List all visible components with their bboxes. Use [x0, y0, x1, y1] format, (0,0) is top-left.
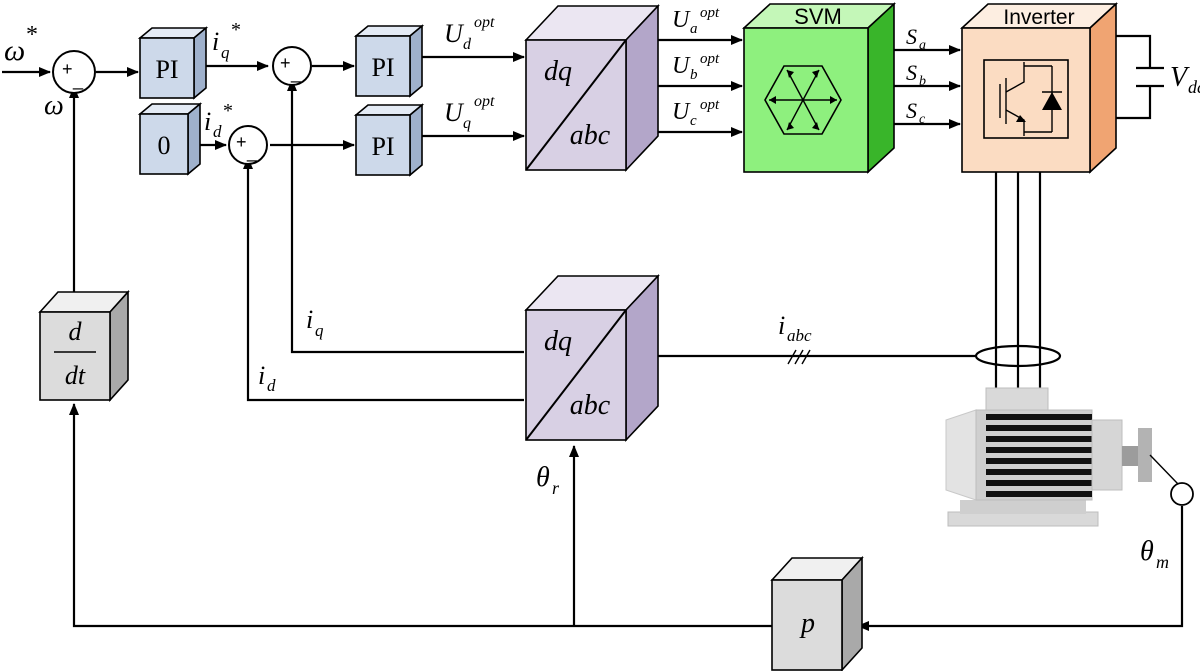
- id-ref-label: i d *: [204, 100, 233, 141]
- svg-text:i: i: [306, 305, 313, 334]
- svg-text:U: U: [672, 7, 691, 33]
- svg-text:dt: dt: [65, 361, 86, 390]
- svg-text:abc: abc: [570, 120, 611, 151]
- derivative-block: d dt: [38, 289, 130, 403]
- svg-text:dq: dq: [544, 56, 572, 87]
- svg-text:m: m: [1156, 552, 1169, 572]
- pi-d-current-controller: PI: [353, 103, 425, 177]
- svg-text:S: S: [906, 98, 917, 123]
- svg-text:S: S: [906, 60, 917, 85]
- svm-hexagon-icon: [764, 65, 842, 135]
- iq-ref-label: i q *: [212, 19, 241, 62]
- sum-junction-q: + _: [272, 46, 312, 86]
- svg-text:_: _: [246, 142, 258, 163]
- svg-text:+: +: [236, 132, 247, 152]
- svg-text:SVM: SVM: [794, 4, 842, 29]
- svm-block: SVM: [741, 2, 897, 174]
- svg-text:p: p: [799, 608, 815, 639]
- svg-text:_: _: [290, 63, 302, 84]
- svg-text:i: i: [778, 311, 785, 340]
- svg-text:S: S: [906, 24, 917, 49]
- svg-text:c: c: [919, 112, 926, 127]
- signal-wires: [2, 34, 1184, 631]
- vdc-label: V dc: [1170, 62, 1200, 97]
- pi-speed-controller: PI: [137, 26, 209, 100]
- iq-feedback-label: i q: [306, 305, 324, 340]
- svg-text:opt: opt: [700, 51, 720, 67]
- svg-text:opt: opt: [700, 97, 720, 113]
- svg-text:q: q: [221, 43, 230, 62]
- svg-text:*: *: [231, 19, 241, 41]
- svg-text:d: d: [463, 36, 472, 53]
- omega-ref-label: ω *: [4, 22, 38, 67]
- sc-label: S c: [906, 98, 926, 127]
- svg-text:U: U: [672, 53, 691, 79]
- svg-text:q: q: [315, 321, 324, 340]
- omega-label: ω: [44, 90, 64, 121]
- id-feedback-label: i d: [258, 361, 276, 395]
- park-transform-block: dq abc: [524, 273, 660, 443]
- svg-text:i: i: [212, 27, 219, 56]
- pole-pairs-block: p: [770, 555, 864, 671]
- svg-text:0: 0: [158, 131, 171, 160]
- sa-label: S a: [906, 24, 926, 53]
- svg-text:abc: abc: [787, 326, 812, 345]
- sum-junction-d: + _: [228, 125, 268, 165]
- svg-text:PI: PI: [371, 53, 394, 82]
- svg-text:_: _: [72, 70, 84, 91]
- svg-text:opt: opt: [474, 93, 495, 110]
- pi-q-current-controller: PI: [353, 24, 425, 98]
- svg-text:Inverter: Inverter: [1003, 6, 1074, 29]
- svg-text:d: d: [213, 122, 222, 141]
- svg-text:q: q: [463, 115, 471, 132]
- inverter-block: Inverter: [959, 2, 1119, 174]
- svg-text:*: *: [26, 22, 38, 48]
- svg-text:c: c: [690, 113, 697, 129]
- svg-text:PI: PI: [371, 132, 394, 161]
- iabc-label: i abc: [778, 311, 812, 345]
- ud-opt-label: U d opt: [444, 14, 495, 53]
- id-reference-zero-block: 0: [137, 102, 203, 176]
- svg-text:d: d: [69, 317, 83, 346]
- theta-r-label: θ r: [536, 462, 560, 498]
- inverse-park-transform-block: dq abc: [524, 3, 660, 173]
- svg-text:+: +: [62, 59, 73, 79]
- svg-text:U: U: [444, 19, 465, 48]
- svg-text:i: i: [204, 107, 211, 136]
- sb-label: S b: [906, 60, 926, 89]
- pmsm-motor-icon: [945, 387, 1194, 527]
- svg-text:*: *: [223, 100, 233, 122]
- svg-text:r: r: [552, 478, 560, 498]
- ub-opt-label: U b opt: [672, 51, 720, 83]
- svg-text:b: b: [919, 74, 926, 89]
- igbt-icon: [983, 59, 1069, 139]
- uq-opt-label: U q opt: [444, 93, 495, 132]
- svg-text:opt: opt: [474, 14, 495, 31]
- svg-text:d: d: [267, 376, 276, 395]
- svg-text:a: a: [919, 38, 926, 53]
- sum-junction-speed: + _: [52, 50, 96, 94]
- svg-text:θ: θ: [1140, 536, 1154, 567]
- ua-opt-label: U a opt: [672, 5, 720, 37]
- theta-m-label: θ m: [1140, 536, 1169, 572]
- svg-text:dc: dc: [1188, 77, 1200, 97]
- signal-labels: ω * ω i q * i d * U d opt U q opt: [4, 5, 1200, 572]
- svg-text:a: a: [690, 21, 698, 37]
- svg-text:opt: opt: [700, 5, 720, 21]
- svg-text:PI: PI: [155, 55, 178, 84]
- svg-text:U: U: [672, 99, 691, 125]
- svg-text:dq: dq: [544, 326, 572, 357]
- uc-opt-label: U c opt: [672, 97, 720, 129]
- svg-text:+: +: [280, 53, 291, 73]
- svg-text:i: i: [258, 361, 265, 390]
- svg-text:b: b: [690, 67, 698, 83]
- svg-text:U: U: [444, 98, 465, 127]
- svg-text:abc: abc: [570, 390, 611, 421]
- svg-text:V: V: [1170, 62, 1190, 93]
- svg-text:ω: ω: [4, 34, 25, 67]
- svg-text:θ: θ: [536, 462, 550, 493]
